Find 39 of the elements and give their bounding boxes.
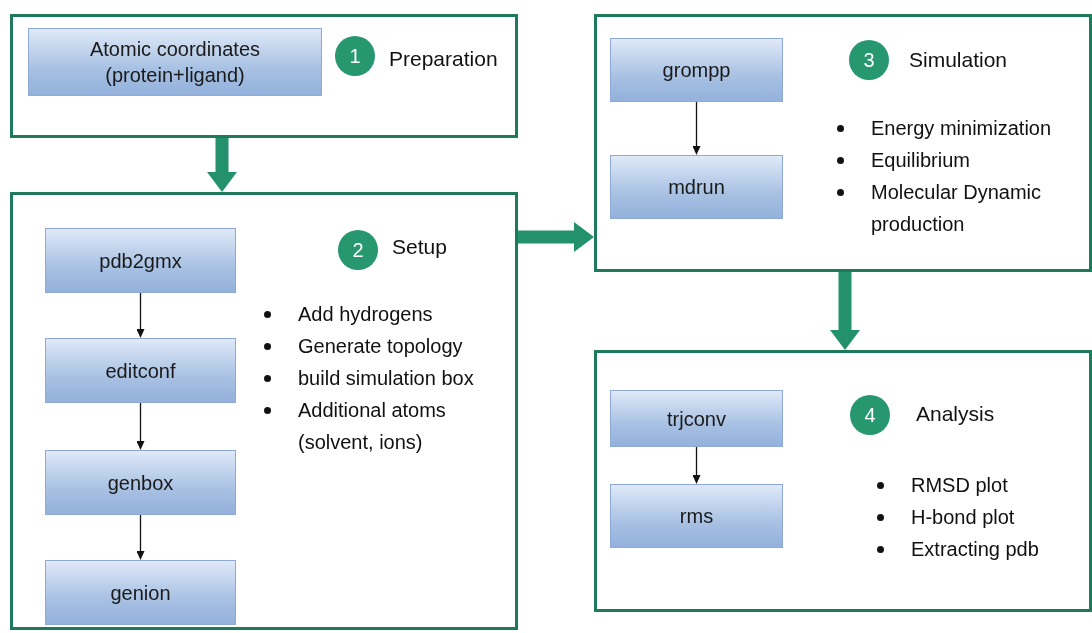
bullet-item: Additional atoms (solvent, ions) bbox=[298, 398, 447, 455]
arrow bbox=[692, 101, 701, 155]
block-arrow bbox=[830, 272, 860, 350]
step-panel bbox=[10, 14, 518, 138]
bullet-item: Energy minimization bbox=[871, 116, 1053, 141]
process-box: mdrun bbox=[610, 155, 783, 219]
process-box: pdb2gmx bbox=[45, 228, 236, 293]
step-panel bbox=[594, 350, 1092, 612]
arrow bbox=[692, 446, 701, 484]
step-title: Analysis bbox=[916, 402, 995, 426]
step-title: Setup bbox=[392, 235, 447, 259]
step-number: 3 bbox=[849, 40, 889, 80]
process-box: grompp bbox=[610, 38, 783, 102]
bullet-item: Add hydrogens bbox=[298, 302, 434, 327]
process-box: genion bbox=[45, 560, 236, 625]
process-box: editconf bbox=[45, 338, 236, 403]
arrow bbox=[136, 402, 145, 450]
step-number: 2 bbox=[338, 230, 378, 270]
process-box: rms bbox=[610, 484, 783, 548]
step-title: Simulation bbox=[909, 48, 1008, 72]
step-title: Preparation bbox=[389, 47, 498, 71]
bullet-item: H-bond plot bbox=[911, 505, 1016, 530]
process-box: genbox bbox=[45, 450, 236, 515]
bullet-item: build simulation box bbox=[298, 366, 475, 391]
process-box: Atomic coordinates (protein+ligand) bbox=[28, 28, 322, 96]
bullet-item: Molecular Dynamic production bbox=[871, 180, 1043, 237]
arrow bbox=[136, 292, 145, 338]
step-number: 4 bbox=[850, 395, 890, 435]
bullet-item: RMSD plot bbox=[911, 473, 1009, 498]
arrow bbox=[136, 514, 145, 560]
block-arrow bbox=[207, 138, 237, 192]
step-number: 1 bbox=[335, 36, 375, 76]
bullet-item: Generate topology bbox=[298, 334, 464, 359]
bullet-item: Extracting pdb bbox=[911, 537, 1040, 562]
block-arrow bbox=[518, 222, 594, 252]
step-panel bbox=[594, 14, 1092, 272]
bullet-item: Equilibrium bbox=[871, 148, 971, 173]
step-panel bbox=[10, 192, 518, 630]
process-box: trjconv bbox=[610, 390, 783, 447]
